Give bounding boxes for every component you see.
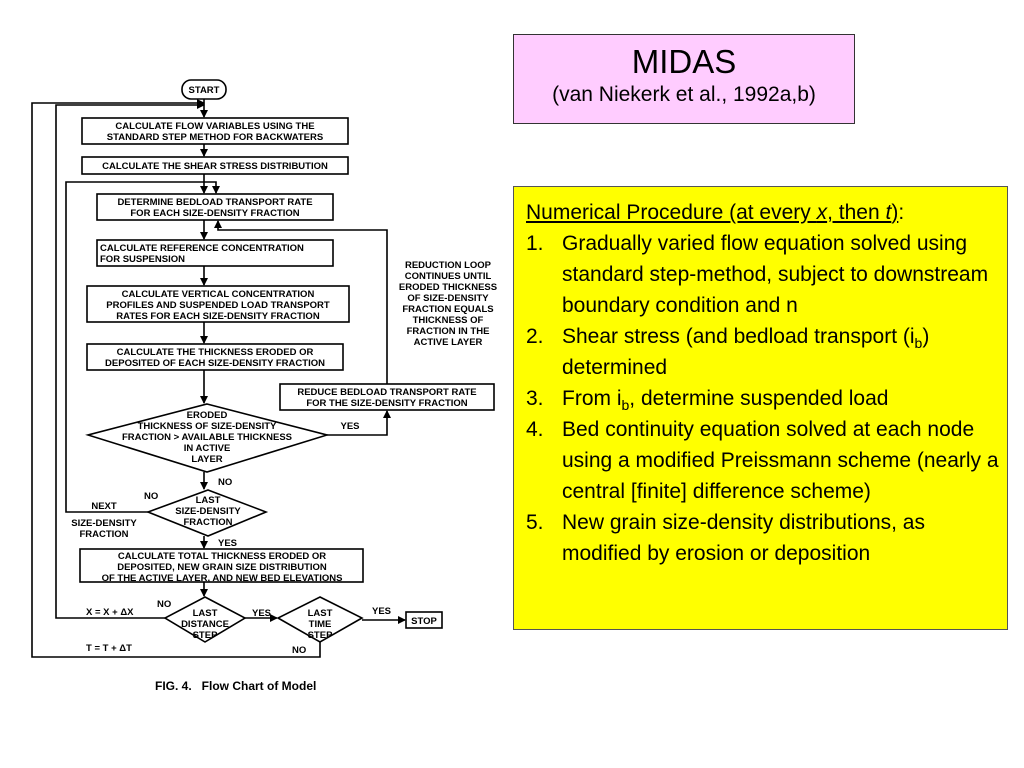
concentration-profiles-line: CALCULATE VERTICAL CONCENTRATION (122, 289, 315, 300)
list-item: 2. Shear stress (and bedload transport (… (526, 325, 930, 379)
yes-label: YES (372, 606, 391, 617)
thickness-eroded-line: CALCULATE THE THICKNESS ERODED OR (117, 347, 314, 358)
loop-note-line: FRACTION IN THE (407, 326, 490, 337)
procedure-box: Numerical Procedure (at every x, then t)… (513, 186, 1008, 630)
eroded-diamond-line: ERODED (187, 410, 228, 421)
concentration-profiles-line: RATES FOR EACH SIZE-DENSITY FRACTION (116, 311, 320, 322)
eroded-diamond-line: IN ACTIVE (184, 443, 231, 454)
reference-concentration-line: CALCULATE REFERENCE CONCENTRATION (100, 243, 304, 254)
thickness-eroded-box (86, 343, 344, 371)
no-label: NO (144, 491, 158, 502)
flow-variables-box (81, 117, 349, 145)
last-time-line: TIME (309, 619, 332, 630)
shear-stress-box (81, 156, 349, 175)
loop-note-line: FRACTION EQUALS (402, 304, 493, 315)
last-distance-line: STEP (193, 630, 218, 641)
shear-stress-label: CALCULATE THE SHEAR STRESS DISTRIBUTION (102, 161, 328, 172)
last-time-line: LAST (308, 608, 333, 619)
total-thickness-line: CALCULATE TOTAL THICKNESS ERODED OR (118, 551, 326, 562)
concentration-profiles-box (86, 285, 350, 323)
no-label: NO (157, 599, 171, 610)
loop-note-line: THICKNESS OF (413, 315, 484, 326)
last-fraction-diamond (145, 489, 269, 537)
slide-title: MIDAS (631, 43, 737, 80)
t-update-label: T = T + ΔT (86, 643, 132, 654)
flow-variables-line: CALCULATE FLOW VARIABLES USING THE (115, 121, 314, 132)
procedure-list: 1. Gradually varied flow equation solved… (526, 228, 999, 569)
flowchart: START CALCULATE FLOW VARIABLES USING THE… (31, 79, 497, 693)
concentration-profiles-line: PROFILES AND SUSPENDED LOAD TRANSPORT (106, 300, 330, 311)
yes-label: YES (252, 608, 271, 619)
eroded-thickness-diamond (85, 403, 330, 473)
slide-subtitle: (van Niekerk et al., 1992a,b) (552, 83, 816, 106)
yes-label: YES (340, 421, 359, 432)
last-time-line: STEP (308, 630, 333, 641)
bedload-line: DETERMINE BEDLOAD TRANSPORT RATE (117, 197, 312, 208)
list-item: 5. New grain size-density distributions,… (526, 511, 925, 565)
list-item: 3. From ib, determine suspended load (526, 387, 889, 414)
no-label: NO (292, 645, 306, 656)
loop-note-line: CONTINUES UNTIL (405, 271, 492, 282)
loop-note-line: OF SIZE-DENSITY (407, 293, 489, 304)
flow-variables-line: STANDARD STEP METHOD FOR BACKWATERS (107, 132, 323, 143)
stop-terminal (405, 611, 443, 629)
list-item: 1. Gradually varied flow equation solved… (526, 232, 989, 317)
list-item: 4. Bed continuity equation solved at eac… (526, 418, 999, 503)
start-label: START (189, 85, 220, 96)
loop-note-line: ACTIVE LAYER (414, 337, 483, 348)
yes-label: YES (218, 538, 237, 549)
last-fraction-line: SIZE-DENSITY (175, 506, 241, 517)
total-thickness-box (79, 548, 364, 583)
reduce-bedload-line: FOR THE SIZE-DENSITY FRACTION (306, 398, 467, 409)
loop-note-line: ERODED THICKNESS (399, 282, 497, 293)
eroded-diamond-line: THICKNESS OF SIZE-DENSITY (138, 421, 277, 432)
reference-concentration-line: FOR SUSPENSION (100, 254, 185, 265)
last-fraction-line: LAST (196, 495, 221, 506)
next-fraction-line: SIZE-DENSITY (71, 518, 137, 529)
next-fraction-line: FRACTION (79, 529, 128, 540)
x-update-label: X = X + ΔX (86, 607, 134, 618)
last-distance-line: DISTANCE (181, 619, 229, 630)
title-box: MIDAS (van Niekerk et al., 1992a,b) (513, 34, 855, 124)
loop-note-line: REDUCTION LOOP (405, 260, 492, 271)
reduce-bedload-line: REDUCE BEDLOAD TRANSPORT RATE (297, 387, 476, 398)
eroded-diamond-line: LAYER (191, 454, 222, 465)
stop-label: STOP (411, 616, 437, 627)
no-label: NO (218, 477, 232, 488)
reference-concentration-box (96, 239, 334, 267)
total-thickness-line: OF THE ACTIVE LAYER, AND NEW BED ELEVATI… (102, 573, 343, 584)
last-distance-diamond (163, 596, 247, 643)
thickness-eroded-line: DEPOSITED OF EACH SIZE-DENSITY FRACTION (105, 358, 325, 369)
procedure-heading: Numerical Procedure (at every x, then t)… (526, 201, 905, 224)
eroded-diamond-line: FRACTION > AVAILABLE THICKNESS (122, 432, 292, 443)
next-fraction-line: NEXT (91, 501, 117, 512)
last-fraction-line: FRACTION (183, 517, 232, 528)
last-distance-line: LAST (193, 608, 218, 619)
total-thickness-line: DEPOSITED, NEW GRAIN SIZE DISTRIBUTION (117, 562, 327, 573)
bedload-line: FOR EACH SIZE-DENSITY FRACTION (130, 208, 299, 219)
figure-caption: FIG. 4. Flow Chart of Model (155, 679, 316, 693)
